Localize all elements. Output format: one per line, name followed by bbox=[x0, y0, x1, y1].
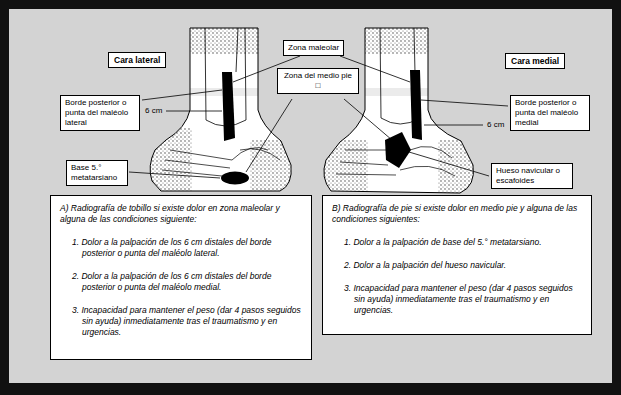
rule-box: B) Radiografía de pie si existe dolor en… bbox=[322, 195, 592, 335]
leader-lines bbox=[129, 56, 508, 178]
dimension-label: 6 cm bbox=[486, 120, 505, 130]
condition-item: 1. Dolor a la palpación de los 6 cm dist… bbox=[60, 237, 302, 259]
zone-label: Zona del medio pie □ bbox=[277, 68, 359, 94]
box-text: Borde posterior o punta del maléolo medi… bbox=[515, 98, 585, 128]
dimension-label: 6 cm bbox=[144, 106, 163, 116]
condition-item: 1. Dolor a la palpación de base del 5.° … bbox=[332, 237, 582, 248]
anatomy-label: Borde posterior o punta del maléolo late… bbox=[60, 95, 140, 131]
anatomy-label: Hueso navicular o escafoides bbox=[491, 163, 573, 189]
box-text: Zona del medio pie □ bbox=[282, 71, 354, 91]
anatomy-label: Base 5.° metatarsiano bbox=[66, 160, 128, 186]
box-text: Hueso navicular o escafoides bbox=[496, 166, 568, 186]
condition-item: 3. Incapacidad para mantener el peso (da… bbox=[332, 283, 582, 316]
box-text: Cara medial bbox=[511, 56, 559, 66]
condition-item: 2. Dolor a la palpación del hueso navicu… bbox=[332, 260, 582, 271]
box-text: Borde posterior o punta del maléolo late… bbox=[65, 98, 135, 128]
view-title: Cara lateral bbox=[108, 52, 166, 68]
rule-box: A) Radiografía de tobillo si existe dolo… bbox=[50, 195, 312, 360]
view-title: Cara medial bbox=[505, 53, 565, 69]
zone-label: Zona maleolar bbox=[283, 40, 344, 56]
condition-item: 2. Dolor a la palpación de los 6 cm dist… bbox=[60, 271, 302, 293]
box-text: Zona maleolar bbox=[288, 43, 339, 53]
box-text: Cara lateral bbox=[114, 55, 160, 65]
condition-item: 3. Incapacidad para mantener el peso (da… bbox=[60, 305, 302, 338]
box-text: A) Radiografía de tobillo si existe dolo… bbox=[60, 203, 302, 225]
anatomy-label: Borde posterior o punta del maléolo medi… bbox=[510, 95, 590, 131]
box-text: B) Radiografía de pie si existe dolor en… bbox=[332, 203, 582, 225]
box-text: Base 5.° metatarsiano bbox=[71, 163, 123, 183]
